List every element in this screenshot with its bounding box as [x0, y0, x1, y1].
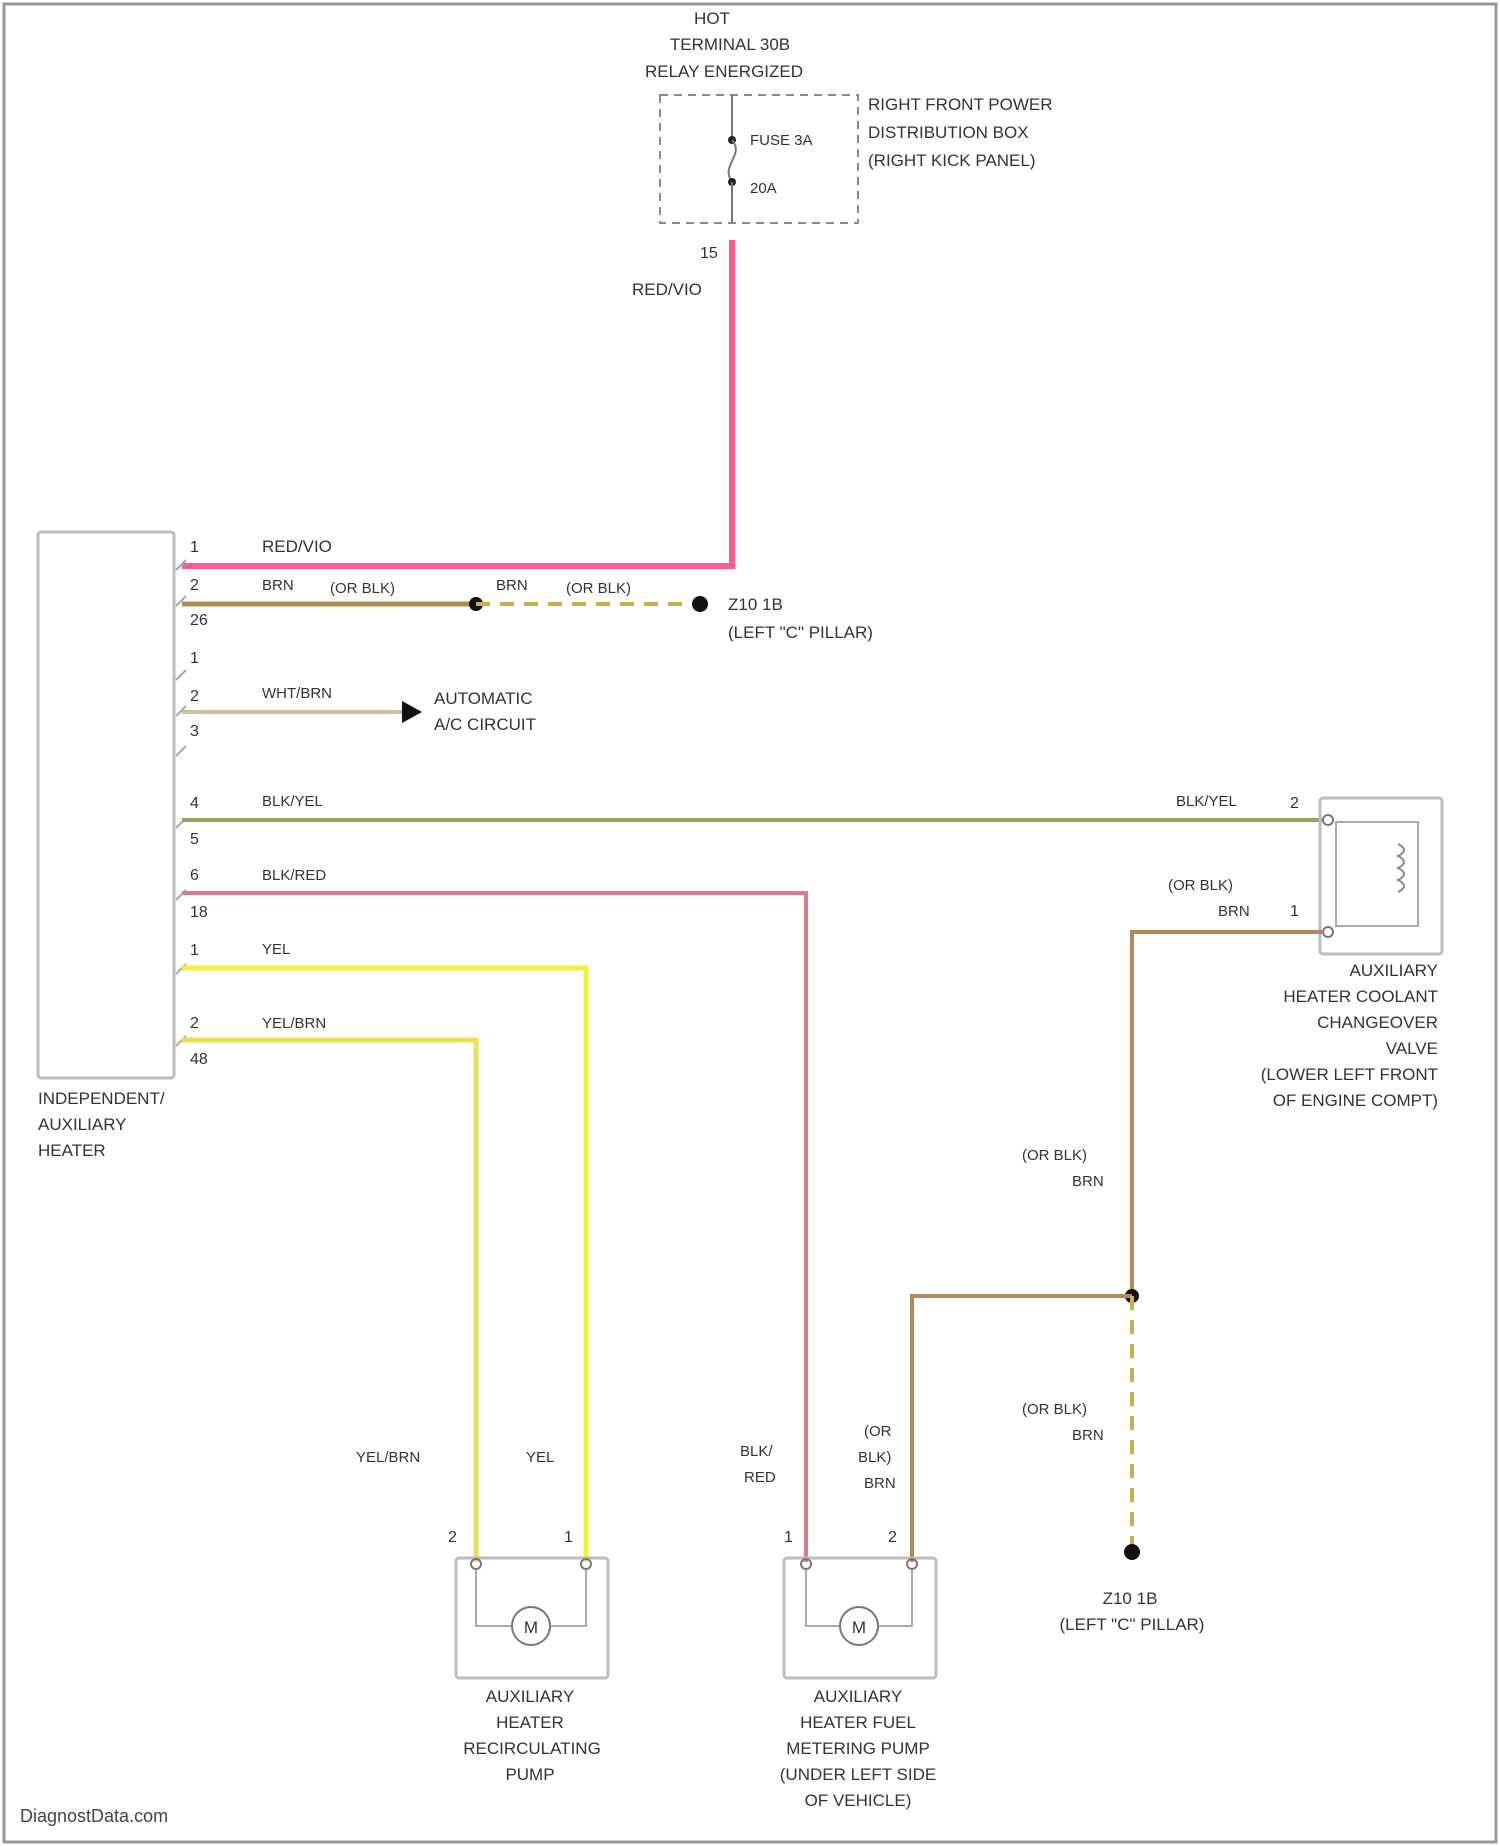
svg-text:1: 1 [1290, 903, 1299, 920]
svg-text:3: 3 [190, 723, 199, 740]
svg-text:WHT/BRN: WHT/BRN [262, 685, 332, 702]
svg-text:(OR BLK): (OR BLK) [1168, 877, 1233, 894]
svg-text:(OR BLK): (OR BLK) [1022, 1401, 1087, 1418]
svg-text:AUXILIARY: AUXILIARY [486, 1687, 575, 1706]
independent-auxiliary-heater: INDEPENDENT/ AUXILIARY HEATER [38, 532, 174, 1160]
svg-text:(OR BLK): (OR BLK) [566, 580, 631, 597]
heater-pin-labels: 1 2 26 1 2 3 4 5 6 18 1 2 48 [190, 539, 208, 1068]
svg-text:METERING PUMP: METERING PUMP [786, 1739, 930, 1758]
fuse-icon [729, 140, 736, 182]
ground-id-top: Z10 1B [728, 595, 783, 614]
svg-text:BLK): BLK) [858, 1449, 891, 1466]
svg-text:2: 2 [1290, 795, 1299, 812]
svg-text:YEL/BRN: YEL/BRN [262, 1015, 326, 1032]
svg-text:1: 1 [190, 650, 199, 667]
ground-location-bottom: (LEFT "C" PILLAR) [1060, 1615, 1205, 1634]
svg-text:HOT: HOT [694, 9, 730, 28]
svg-text:HEATER: HEATER [496, 1713, 564, 1732]
svg-text:RIGHT FRONT POWER: RIGHT FRONT POWER [868, 95, 1053, 114]
fuse-rating: 20A [750, 180, 777, 197]
svg-text:BRN: BRN [1072, 1427, 1104, 1444]
svg-text:M: M [852, 1618, 866, 1637]
watermark: DiagnostData.com [20, 1806, 168, 1826]
svg-text:18: 18 [190, 904, 208, 921]
svg-text:RELAY ENERGIZED: RELAY ENERGIZED [645, 62, 803, 81]
svg-text:YEL/BRN: YEL/BRN [356, 1449, 420, 1466]
svg-text:BRN: BRN [1072, 1173, 1104, 1190]
auxiliary-heater-fuel-metering-pump: M AUXILIARY HEATER FUEL METERING PUMP (U… [780, 1558, 937, 1810]
wire-blk-red [182, 893, 806, 1562]
svg-text:(UNDER LEFT SIDE: (UNDER LEFT SIDE [780, 1765, 937, 1784]
svg-text:RECIRCULATING: RECIRCULATING [463, 1739, 601, 1758]
svg-text:2: 2 [448, 1529, 457, 1546]
svg-text:(LOWER LEFT FRONT: (LOWER LEFT FRONT [1261, 1065, 1438, 1084]
wire-yel [182, 968, 586, 1562]
wire-yel-brn [182, 1040, 476, 1562]
svg-text:1: 1 [564, 1529, 573, 1546]
ground-id-bottom: Z10 1B [1103, 1589, 1158, 1608]
svg-text:2: 2 [190, 577, 199, 594]
svg-text:INDEPENDENT/: INDEPENDENT/ [38, 1089, 165, 1108]
svg-text:A/C CIRCUIT: A/C CIRCUIT [434, 715, 536, 734]
svg-text:AUXILIARY: AUXILIARY [1349, 961, 1438, 980]
svg-text:RED: RED [744, 1469, 776, 1486]
wire-label-red-vio-horizontal: RED/VIO [262, 537, 332, 556]
svg-text:DISTRIBUTION BOX: DISTRIBUTION BOX [868, 123, 1029, 142]
power-distribution-box: FUSE 3A 20A 15 RIGHT FRONT POWER DISTRIB… [660, 95, 1053, 262]
coolant-changeover-valve: AUXILIARY HEATER COOLANT CHANGEOVER VALV… [1261, 798, 1442, 1110]
svg-text:YEL: YEL [526, 1449, 554, 1466]
svg-text:BRN: BRN [496, 577, 528, 594]
svg-text:(OR: (OR [864, 1423, 892, 1440]
svg-text:OF VEHICLE): OF VEHICLE) [805, 1791, 912, 1810]
ac-circuit-label: AUTOMATIC [434, 689, 533, 708]
svg-text:VALVE: VALVE [1386, 1039, 1438, 1058]
svg-text:(OR BLK): (OR BLK) [1022, 1147, 1087, 1164]
svg-text:1: 1 [784, 1529, 793, 1546]
ground-icon [692, 596, 708, 612]
svg-text:BLK/RED: BLK/RED [262, 867, 326, 884]
svg-text:BRN: BRN [1218, 903, 1250, 920]
svg-text:HEATER COOLANT: HEATER COOLANT [1283, 987, 1438, 1006]
svg-text:4: 4 [190, 795, 199, 812]
svg-text:M: M [524, 1618, 538, 1637]
fuse-label: FUSE 3A [750, 132, 813, 149]
auxiliary-heater-recirculating-pump: M AUXILIARY HEATER RECIRCULATING PUMP [456, 1558, 608, 1784]
svg-text:6: 6 [190, 867, 199, 884]
svg-text:BRN: BRN [262, 577, 294, 594]
svg-text:YEL: YEL [262, 941, 290, 958]
svg-text:2: 2 [888, 1529, 897, 1546]
svg-text:5: 5 [190, 831, 199, 848]
ground-location-top: (LEFT "C" PILLAR) [728, 623, 873, 642]
svg-text:26: 26 [190, 612, 208, 629]
svg-text:CHANGEOVER: CHANGEOVER [1317, 1013, 1438, 1032]
svg-text:BLK/: BLK/ [740, 1443, 773, 1460]
wire-label-red-vio-vertical: RED/VIO [632, 280, 702, 299]
svg-text:HEATER FUEL: HEATER FUEL [800, 1713, 916, 1732]
hot-label: HOT TERMINAL 30B RELAY ENERGIZED [645, 9, 803, 81]
svg-text:TERMINAL 30B: TERMINAL 30B [670, 35, 790, 54]
page-border [4, 4, 1496, 1842]
svg-text:HEATER: HEATER [38, 1141, 106, 1160]
svg-text:2: 2 [190, 1015, 199, 1032]
svg-text:BLK/YEL: BLK/YEL [262, 793, 323, 810]
svg-text:(OR BLK): (OR BLK) [330, 580, 395, 597]
svg-text:BRN: BRN [864, 1475, 896, 1492]
svg-text:2: 2 [190, 688, 199, 705]
svg-text:1: 1 [190, 942, 199, 959]
svg-text:1: 1 [190, 539, 199, 556]
solenoid-coil-icon [1398, 844, 1404, 892]
svg-text:48: 48 [190, 1051, 208, 1068]
svg-text:PUMP: PUMP [505, 1765, 554, 1784]
svg-text:AUXILIARY: AUXILIARY [814, 1687, 903, 1706]
ground-icon-bottom [1124, 1544, 1140, 1560]
svg-text:OF ENGINE COMPT): OF ENGINE COMPT) [1273, 1091, 1438, 1110]
svg-text:AUXILIARY: AUXILIARY [38, 1115, 127, 1134]
svg-text:(RIGHT KICK PANEL): (RIGHT KICK PANEL) [868, 151, 1036, 170]
heater-connector-ticks [176, 560, 186, 1046]
arrow-right-icon [402, 701, 422, 723]
svg-text:BLK/YEL: BLK/YEL [1176, 793, 1237, 810]
power-box-pin: 15 [700, 245, 718, 262]
